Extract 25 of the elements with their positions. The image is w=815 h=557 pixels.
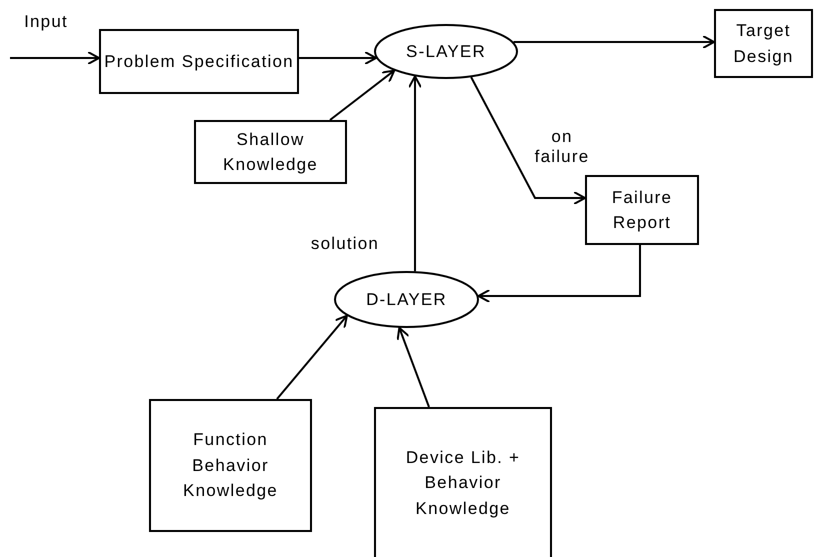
node-label: Function Behavior Knowledge	[182, 429, 279, 502]
node-label: Target Design	[732, 20, 795, 68]
arrow	[470, 76, 586, 205]
process-box	[374, 407, 552, 557]
layer-ellipse	[334, 271, 479, 328]
node-label: Failure Report	[610, 186, 674, 234]
node-label: Shallow Knowledge	[222, 128, 319, 176]
arrow	[514, 35, 715, 49]
arrow	[408, 75, 422, 272]
process-box	[149, 399, 312, 532]
node-label: Problem Specification	[104, 50, 294, 73]
process-box	[99, 29, 299, 94]
process-box	[714, 9, 813, 78]
layer-ellipse	[374, 24, 518, 79]
node-label: D-LAYER	[365, 288, 448, 311]
arrow	[276, 314, 348, 400]
process-box	[585, 175, 699, 245]
node-label: Device Lib. + Behavior Knowledge	[404, 446, 522, 520]
arrow	[329, 70, 396, 121]
arrow	[299, 51, 378, 65]
process-box	[194, 120, 347, 184]
arrow	[396, 326, 430, 408]
arrow	[477, 245, 641, 303]
arrow	[10, 51, 100, 65]
node-label: S-LAYER	[405, 40, 487, 63]
